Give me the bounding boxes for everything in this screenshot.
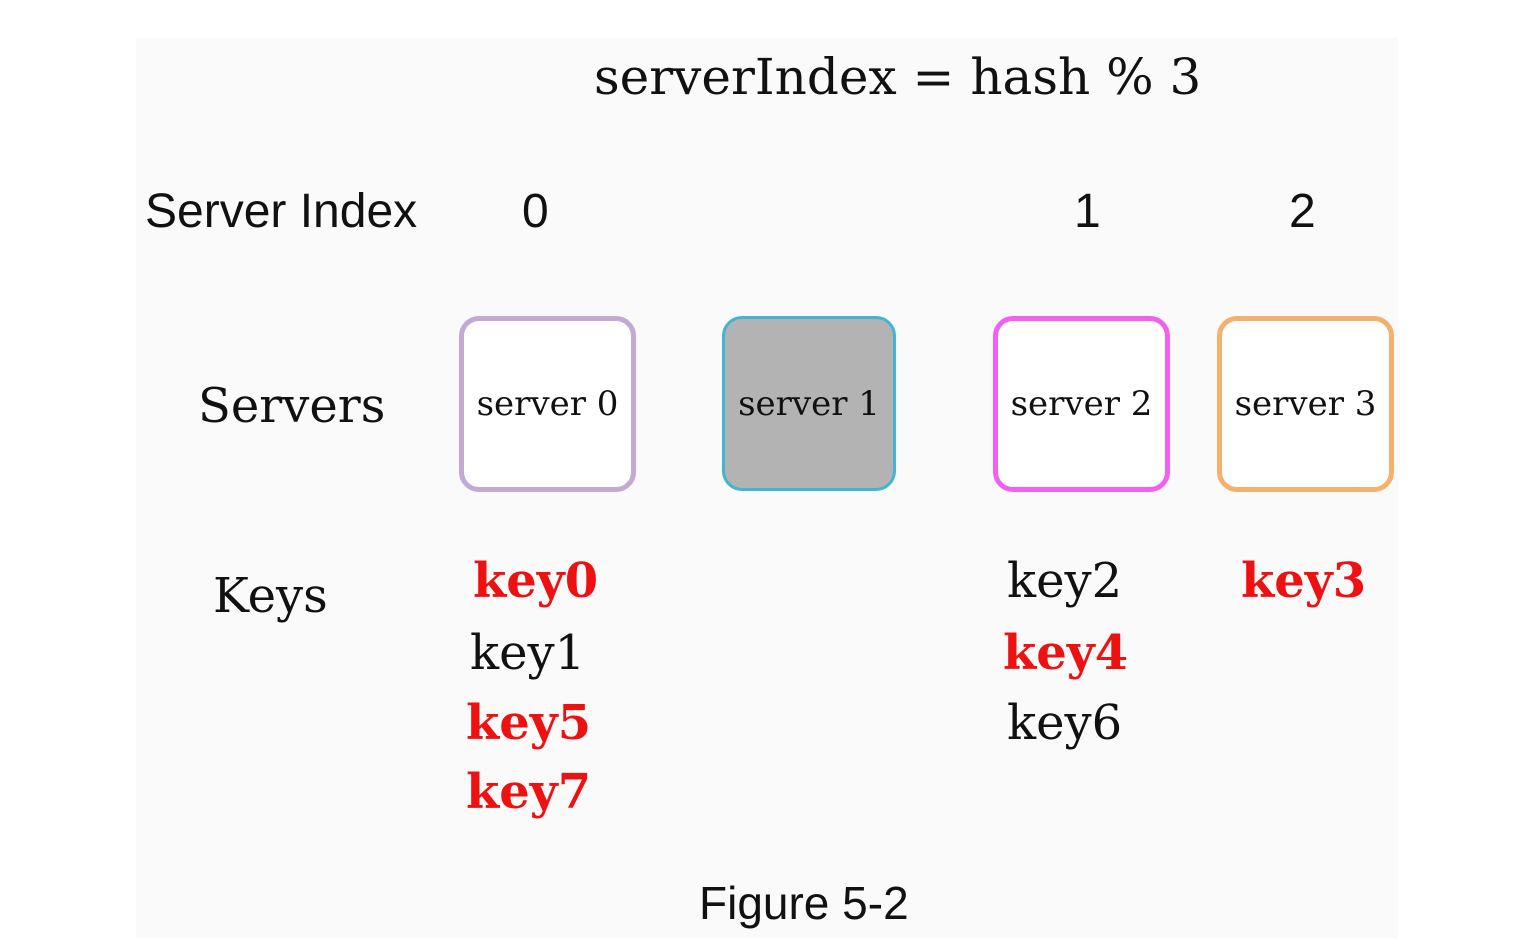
server-box-1: server 1 xyxy=(722,316,896,491)
key-server0-1: key1 xyxy=(470,625,586,681)
server-label-2: server 2 xyxy=(1010,384,1153,424)
key-server0-3: key7 xyxy=(466,764,592,820)
server-box-2: server 2 xyxy=(993,316,1170,492)
key-server3-0: key3 xyxy=(1241,553,1367,609)
server-index-1: 1 xyxy=(1074,185,1101,238)
key-server2-2: key6 xyxy=(1007,695,1123,751)
server-box-0: server 0 xyxy=(459,316,636,492)
row-label-keys: Keys xyxy=(213,568,328,624)
server-box-3: server 3 xyxy=(1217,316,1394,492)
row-label-servers: Servers xyxy=(198,378,386,434)
server-index-2: 2 xyxy=(1289,185,1316,238)
server-label-0: server 0 xyxy=(476,384,619,424)
server-label-3: server 3 xyxy=(1234,384,1377,424)
key-server0-2: key5 xyxy=(466,695,592,751)
key-server2-1: key4 xyxy=(1003,625,1129,681)
formula: serverIndex = hash % 3 xyxy=(594,48,1202,106)
key-server0-0: key0 xyxy=(473,553,599,609)
row-label-server-index: Server Index xyxy=(145,185,418,238)
server-label-1: server 1 xyxy=(738,383,880,424)
server-index-0: 0 xyxy=(522,185,549,238)
figure-caption: Figure 5-2 xyxy=(699,877,909,929)
key-server2-0: key2 xyxy=(1007,553,1123,609)
